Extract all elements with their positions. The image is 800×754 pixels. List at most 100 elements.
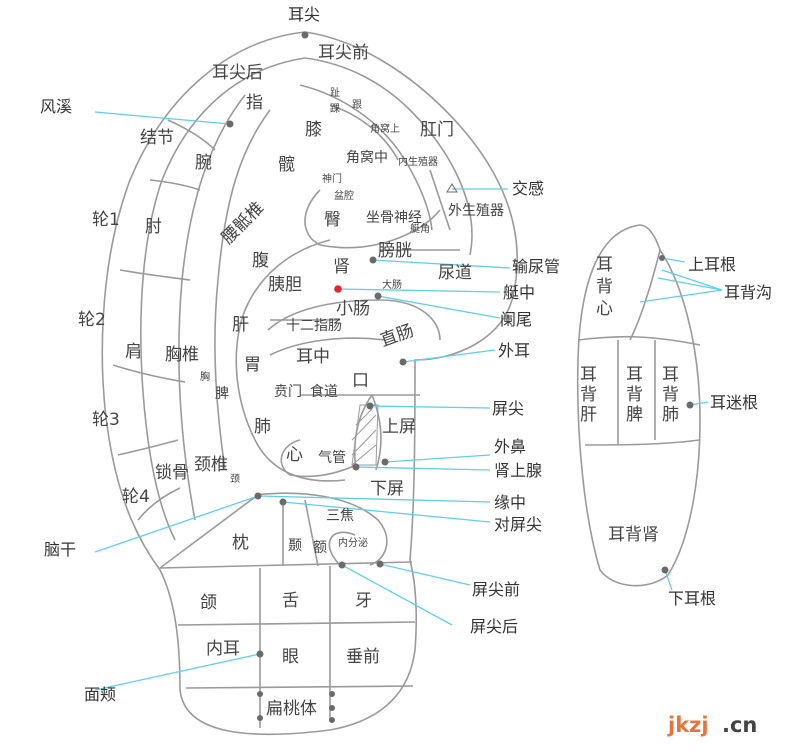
xiaergen-dot xyxy=(661,566,669,574)
label-xiaergen: 下耳根 xyxy=(668,589,716,608)
label-waibi: 外鼻 xyxy=(494,437,526,456)
label-e: 额 xyxy=(313,540,327,556)
label-pingjianqian: 屏尖前 xyxy=(472,580,520,599)
label-ya: 牙 xyxy=(355,591,372,611)
label-xin: 心 xyxy=(286,445,303,465)
label-neier: 内耳 xyxy=(206,639,240,659)
shangergen-dot xyxy=(659,255,665,261)
watermark-cn: .cn xyxy=(722,713,757,737)
label-penqiang: 盆腔 xyxy=(334,189,354,202)
label-pingjian: 屏尖 xyxy=(492,399,524,418)
label-erjianhou: 耳尖后 xyxy=(212,63,263,83)
label-gangmen: 肛门 xyxy=(420,120,454,140)
label-jingzhui: 颈椎 xyxy=(194,455,228,475)
label-mianjia: 面颊 xyxy=(84,685,116,704)
label-fengxi: 风溪 xyxy=(40,97,72,116)
label-toe: 趾 xyxy=(330,86,340,99)
label-jiaogan: 交感 xyxy=(512,179,544,198)
label-yuanzhong: 缘中 xyxy=(494,493,526,512)
label-waier: 外耳 xyxy=(498,341,530,360)
label-shenshangxian: 肾上腺 xyxy=(494,461,542,480)
erjian-dot xyxy=(301,31,309,39)
label-tun: 臀 xyxy=(324,210,341,230)
label-lanwei: 阑尾 xyxy=(500,310,532,329)
label-erjian: 耳尖 xyxy=(288,5,320,24)
back-zone-labels: 耳背心 上耳根 耳背沟 耳背肝 耳背脾 耳背肺 耳迷根 耳背肾 下耳根 xyxy=(580,255,772,608)
label-kuan: 髋 xyxy=(278,155,295,175)
label-neishengzhiqi: 内生殖器 xyxy=(398,155,438,168)
label-zuogushenjing: 坐骨神经 xyxy=(366,210,422,226)
label-erbeipi: 耳背脾 xyxy=(626,365,643,425)
pingjian-dot xyxy=(366,402,374,410)
label-shierzhichang: 十二指肠 xyxy=(286,318,342,334)
fengxi-dot xyxy=(226,120,234,128)
label-ermigen: 耳迷根 xyxy=(710,393,758,412)
label-neifenmi: 内分泌 xyxy=(338,536,368,549)
label-lun3: 轮3 xyxy=(92,410,120,430)
tingzhong-dot xyxy=(334,285,342,293)
leader-lines xyxy=(94,111,723,691)
label-xiaping: 下屏 xyxy=(370,479,404,499)
label-wei: 胃 xyxy=(244,355,261,375)
label-lun4: 轮4 xyxy=(122,487,150,507)
label-zhi: 指 xyxy=(246,93,263,113)
label-yan: 眼 xyxy=(282,647,299,667)
duipingjian-dot xyxy=(279,498,287,506)
label-huai: 踝 xyxy=(330,103,340,115)
label-pingjianhou: 屏尖后 xyxy=(470,617,518,636)
jiaogan-marker xyxy=(446,183,458,193)
pingjianhou-dot xyxy=(338,561,346,569)
front-ear-outline xyxy=(101,31,519,736)
label-dachang: 大肠 xyxy=(382,278,402,291)
biantaoti-dot-4 xyxy=(329,705,335,711)
label-shangergen: 上耳根 xyxy=(688,255,736,274)
label-jiejie: 结节 xyxy=(140,128,174,148)
label-shenmen: 神门 xyxy=(322,172,342,185)
label-pi: 脾 xyxy=(215,386,229,402)
label-xiongzhui: 胸椎 xyxy=(165,345,199,365)
label-lun1: 轮1 xyxy=(92,210,120,230)
label-wan: 腕 xyxy=(195,153,212,173)
marker-dots xyxy=(226,31,694,723)
biantaoti-dot-1 xyxy=(257,691,263,697)
label-nie: 颞 xyxy=(288,538,302,554)
label-sanjiao: 三焦 xyxy=(326,508,354,524)
label-shangping: 上屏 xyxy=(382,417,416,437)
pingjianqian-dot xyxy=(376,560,384,568)
label-xi: 膝 xyxy=(305,120,322,140)
watermark: jkzj .cn xyxy=(667,713,757,737)
label-tingzhong: 艇中 xyxy=(503,283,535,302)
mianjia-dot xyxy=(256,650,264,658)
label-jian: 肩 xyxy=(125,342,142,362)
label-fu: 腹 xyxy=(252,251,269,271)
label-benmen: 贲门 xyxy=(274,384,302,400)
label-erbeishen: 耳背肾 xyxy=(608,525,659,545)
label-lun2: 轮2 xyxy=(78,310,106,330)
label-fei: 肺 xyxy=(254,417,271,437)
biantaoti-dot-5 xyxy=(329,717,335,723)
label-kou: 口 xyxy=(352,371,369,391)
shenshangxian-dot xyxy=(352,463,360,471)
label-waishengzhiqi: 外生殖器 xyxy=(448,202,504,219)
label-niaodao: 尿道 xyxy=(438,263,472,283)
label-erjianqian: 耳尖前 xyxy=(318,43,369,63)
label-pangguang: 膀胱 xyxy=(378,241,412,261)
label-erbeigan: 耳背肝 xyxy=(580,365,597,425)
ermigen-dot xyxy=(686,401,694,409)
label-suogu: 锁骨 xyxy=(155,463,189,483)
label-zhichang: 直肠 xyxy=(378,321,417,351)
label-duipingjian: 对屏尖 xyxy=(494,515,542,534)
biantaoti-dot-2 xyxy=(257,715,263,721)
label-xiaochang: 小肠 xyxy=(336,299,370,319)
label-gen: 跟 xyxy=(352,99,362,111)
label-erzhong: 耳中 xyxy=(296,347,330,367)
label-yidan: 胰胆 xyxy=(268,275,302,295)
front-zone-labels: 耳尖 耳尖后 耳尖前 风溪 结节 指 腕 趾 踝 跟 膝 角窝上 肛门 髋 角窝… xyxy=(40,5,560,719)
biantaoti-dot-3 xyxy=(329,691,335,697)
label-zhou: 肘 xyxy=(145,217,162,237)
label-han: 颌 xyxy=(200,593,217,613)
label-zhen: 枕 xyxy=(232,533,249,553)
label-shuniaoguan: 输尿管 xyxy=(512,257,560,276)
watermark-jkzj: jkzj xyxy=(667,713,709,737)
